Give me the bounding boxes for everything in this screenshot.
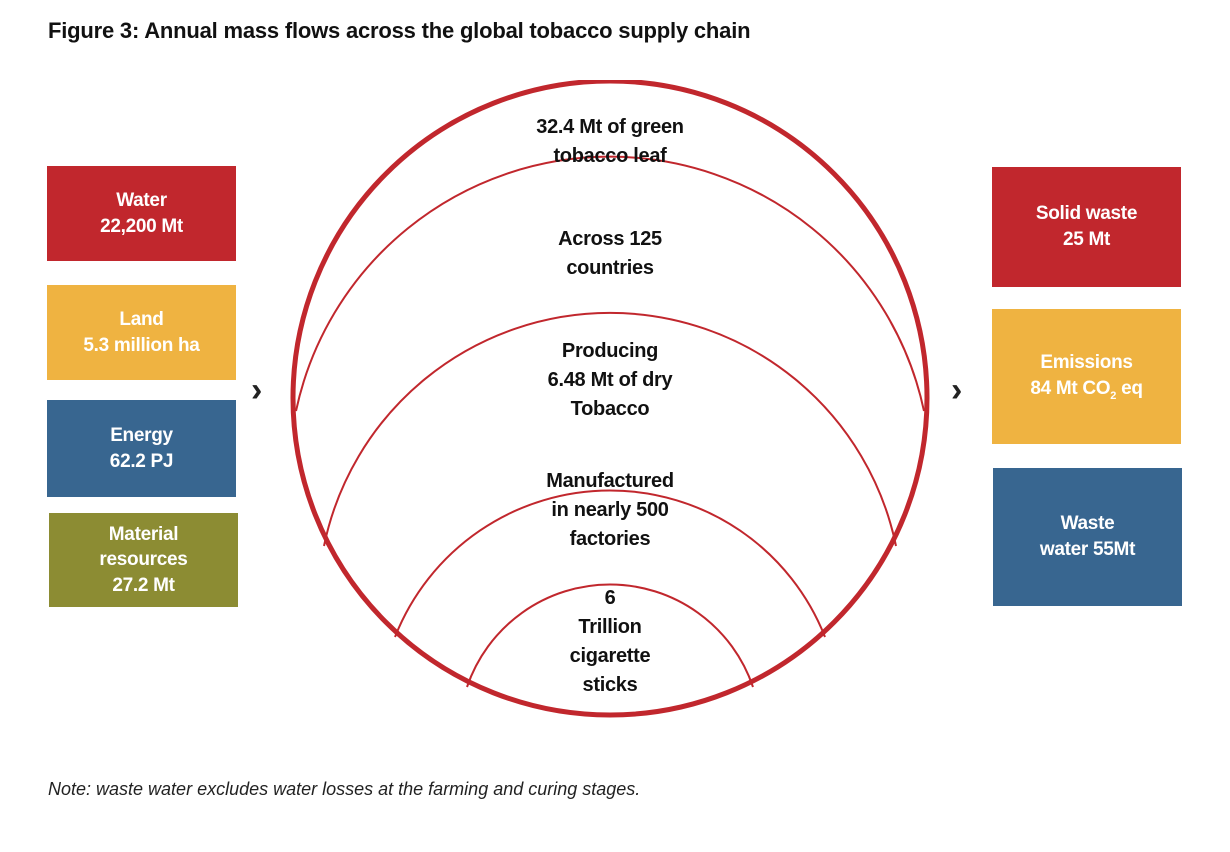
figure-title: Figure 3: Annual mass flows across the g…: [48, 18, 751, 43]
ring-3-line-2: 6.48 Mt of dry: [547, 369, 673, 391]
arc-ring-4: [394, 489, 826, 638]
supply-chain-diagram: 32.4 Mt of green tobacco leaf Across 125…: [280, 80, 940, 730]
input-box-energy: Energy 62.2 PJ: [47, 400, 236, 497]
input-energy-label: Energy: [110, 424, 173, 446]
input-box-land: Land 5.3 million ha: [47, 285, 236, 380]
output-solid-waste-value: 25 Mt: [1062, 229, 1111, 250]
input-energy-value: 62.2 PJ: [109, 450, 174, 472]
output-emissions-value: 84 Mt CO2 eq: [1030, 376, 1143, 404]
arc-ring-5: [466, 583, 754, 688]
output-emissions-subscript: 2: [1110, 389, 1117, 402]
output-box-waste-water: Waste water 55Mt: [993, 468, 1182, 606]
arc-ring-3: [323, 311, 897, 547]
input-arrow-icon: ›: [251, 371, 263, 409]
input-box-material: Material resources 27.2 Mt: [49, 513, 238, 607]
input-material-label-1: Material: [108, 523, 179, 545]
ring-1-line-2: tobacco leaf: [553, 145, 667, 167]
ring-2-line-1: Across 125: [558, 228, 662, 250]
input-water-value: 22,200 Mt: [100, 215, 183, 237]
output-arrow-icon: ›: [951, 371, 963, 409]
ring-5-line-4: sticks: [582, 674, 638, 696]
ring-label-factories: Manufactured in nearly 500 factories: [280, 467, 940, 554]
ring-label-cigarettes: 6 Trillion cigarette sticks: [280, 584, 940, 700]
output-emissions-value-unit: eq: [1116, 377, 1143, 399]
ring-1-line-1: 32.4 Mt of green: [536, 116, 684, 138]
input-land-label: Land: [119, 308, 164, 330]
output-solid-waste-label: Solid waste: [1035, 203, 1138, 225]
ring-label-dry-tobacco: Producing 6.48 Mt of dry Tobacco: [280, 337, 940, 424]
input-box-water: Water 22,200 Mt: [47, 166, 236, 261]
figure-note: Note: waste water excludes water losses …: [48, 779, 641, 799]
output-emissions-label: Emissions: [1040, 351, 1133, 373]
ring-5-line-2: Trillion: [578, 616, 642, 638]
ring-4-line-3: factories: [569, 528, 651, 550]
ring-5-line-3: cigarette: [569, 645, 651, 667]
ring-3-line-1: Producing: [561, 340, 659, 362]
input-water-label: Water: [116, 189, 167, 211]
input-material-value: 27.2 Mt: [112, 574, 175, 596]
output-waste-water-value: water 55Mt: [1039, 539, 1136, 560]
ring-4-line-2: in nearly 500: [551, 499, 669, 521]
ring-4-line-1: Manufactured: [546, 470, 674, 492]
output-emissions-value-main: 84 Mt CO: [1030, 377, 1111, 399]
output-box-emissions: Emissions 84 Mt CO2 eq: [992, 309, 1181, 444]
input-material-label-2: resources: [99, 549, 188, 571]
ring-2-line-2: countries: [566, 257, 654, 279]
arc-ring-2: [295, 155, 925, 412]
output-box-solid-waste: Solid waste 25 Mt: [992, 167, 1181, 287]
ring-5-line-1: 6: [604, 587, 616, 609]
ring-label-green-leaf: 32.4 Mt of green tobacco leaf: [280, 113, 940, 171]
output-waste-water-label: Waste: [1060, 513, 1115, 535]
ring-3-line-3: Tobacco: [570, 398, 650, 420]
ring-label-countries: Across 125 countries: [280, 225, 940, 283]
concentric-arcs: [290, 80, 930, 718]
outer-circle: [290, 80, 930, 718]
input-land-value: 5.3 million ha: [83, 334, 200, 356]
